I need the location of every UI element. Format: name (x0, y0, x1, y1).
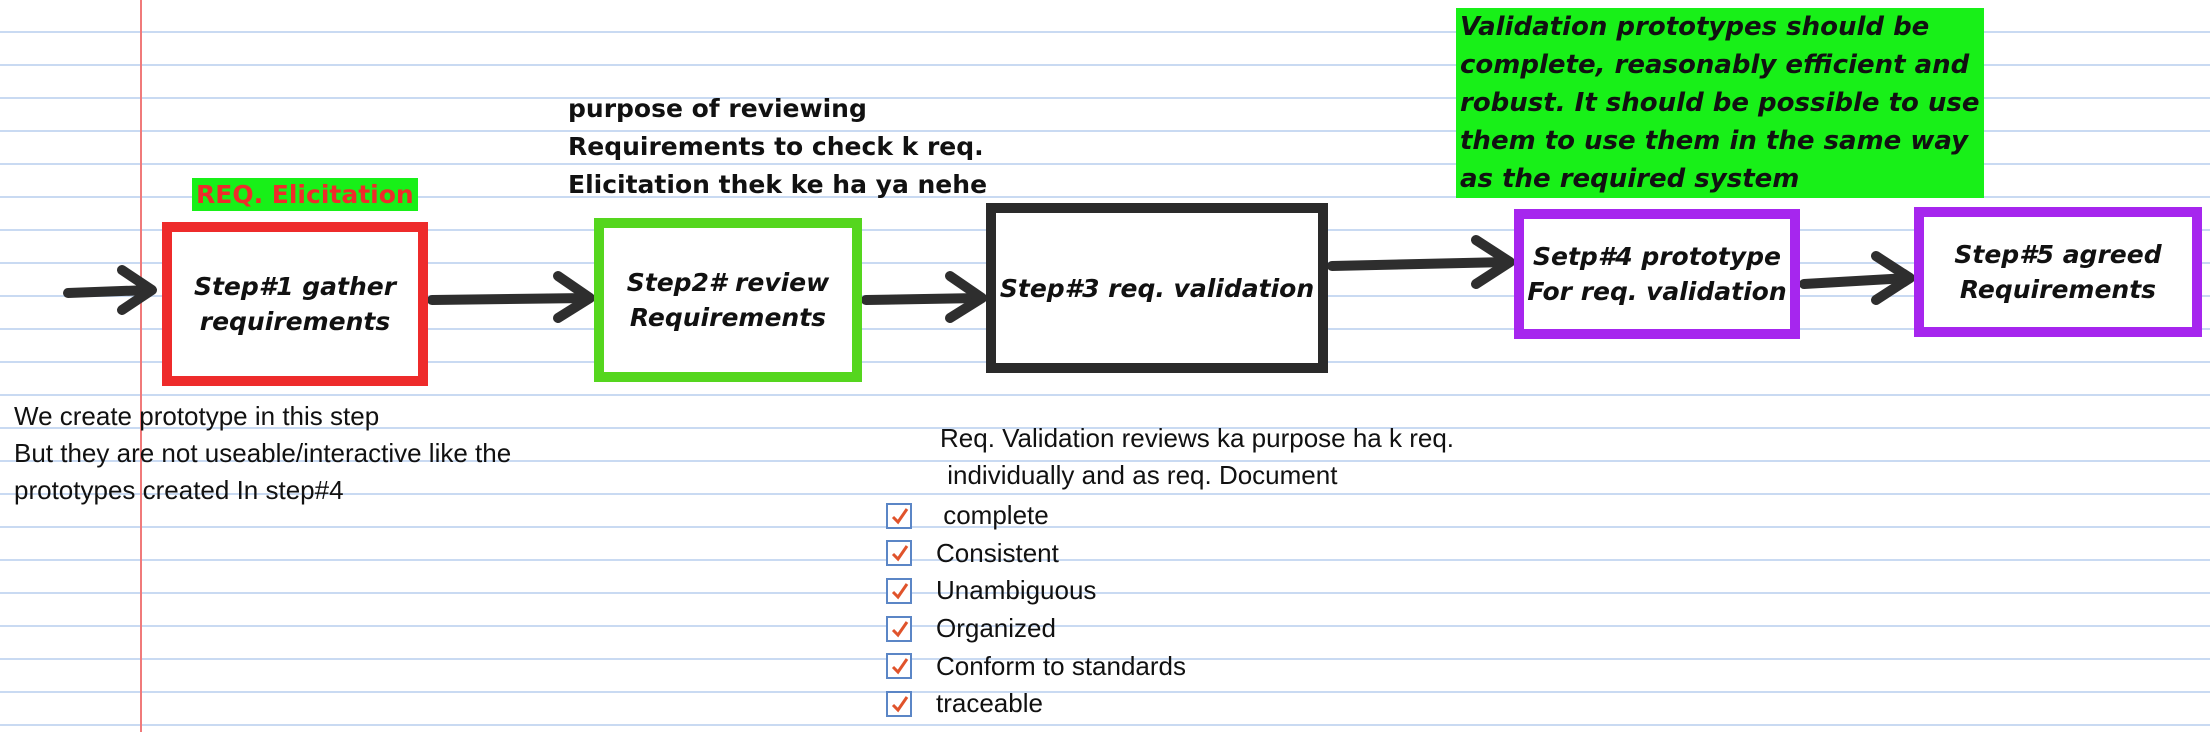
review-purpose-line-1: purpose of reviewing (568, 94, 867, 123)
prototype-note-line-3: robust. It should be possible to use (1460, 88, 1980, 118)
step3-label: Step#3 req. validation (999, 273, 1315, 303)
prototype-note-line-4: them to use them in the same way (1460, 126, 1969, 156)
step4-prototype-box: Setp#4 prototype For req. validation (1514, 209, 1800, 339)
check-icon[interactable] (886, 502, 912, 529)
arrow-step3-to-step4 (1327, 235, 1515, 289)
prototype-note-line-5: as the required system (1460, 164, 1800, 194)
step2-label: Step2# review Requirements (626, 268, 830, 332)
step1-note-line-2: But they are not useable/interactive lik… (14, 438, 512, 468)
check-icon[interactable] (886, 577, 912, 604)
step5-agreed-box: Step#5 agreed Requirements (1914, 207, 2202, 337)
req-elicitation-label: REQ. Elicitation (192, 178, 418, 211)
checklist-label: Consistent (936, 537, 1059, 568)
validation-checklist: complete Consistent Unambiguous Organize… (886, 497, 1186, 723)
step2-review-box: Step2# review Requirements (594, 218, 862, 382)
validation-prototype-note: Validation prototypes should be complete… (1456, 8, 1984, 198)
validation-review-note: Req. Validation reviews ka purpose ha k … (940, 420, 1454, 494)
checklist-label: complete (936, 500, 1049, 531)
validation-note-line-2: individually and as req. Document (940, 460, 1338, 490)
arrow-step2-to-step3 (861, 271, 987, 323)
step5-label: Step#5 agreed Requirements (1954, 240, 2162, 304)
step3-validation-box: Step#3 req. validation (986, 203, 1328, 373)
arrow-entry (63, 265, 157, 315)
checklist-label: traceable (936, 688, 1043, 719)
checklist-item: traceable (886, 685, 1186, 723)
checklist-item: Conform to standards (886, 647, 1186, 685)
step1-note-line-3: prototypes created In step#4 (14, 475, 344, 505)
arrow-step4-to-step5 (1799, 251, 1915, 305)
step1-gather-box: Step#1 gather requirements (162, 222, 428, 386)
prototype-note-line-2: complete, reasonably efficient and (1460, 50, 1970, 80)
step4-label: Setp#4 prototype For req. validation (1527, 242, 1787, 306)
review-purpose-note: purpose of reviewing Requirements to che… (568, 90, 987, 204)
review-purpose-line-3: Elicitation thek ke ha ya nehe (568, 170, 988, 199)
checklist-item: Organized (886, 610, 1186, 648)
step1-prototype-note: We create prototype in this step But the… (14, 398, 511, 509)
check-icon[interactable] (886, 653, 912, 680)
checklist-item: Consistent (886, 535, 1186, 573)
validation-note-line-1: Req. Validation reviews ka purpose ha k … (940, 423, 1455, 453)
step1-note-line-1: We create prototype in this step (14, 401, 380, 431)
check-icon[interactable] (886, 615, 912, 642)
step1-label: Step#1 gather requirements (193, 272, 397, 336)
checklist-label: Organized (936, 613, 1056, 644)
arrow-step1-to-step2 (427, 271, 595, 323)
checklist-label: Unambiguous (936, 575, 1097, 606)
review-purpose-line-2: Requirements to check k req. (568, 132, 984, 161)
prototype-note-line-1: Validation prototypes should be (1460, 12, 1930, 42)
notebook-margin-line (140, 0, 142, 732)
checklist-label: Conform to standards (936, 650, 1187, 681)
checklist-item: Unambiguous (886, 572, 1186, 610)
checklist-item: complete (886, 497, 1186, 535)
check-icon[interactable] (886, 540, 912, 567)
check-icon[interactable] (886, 690, 912, 717)
